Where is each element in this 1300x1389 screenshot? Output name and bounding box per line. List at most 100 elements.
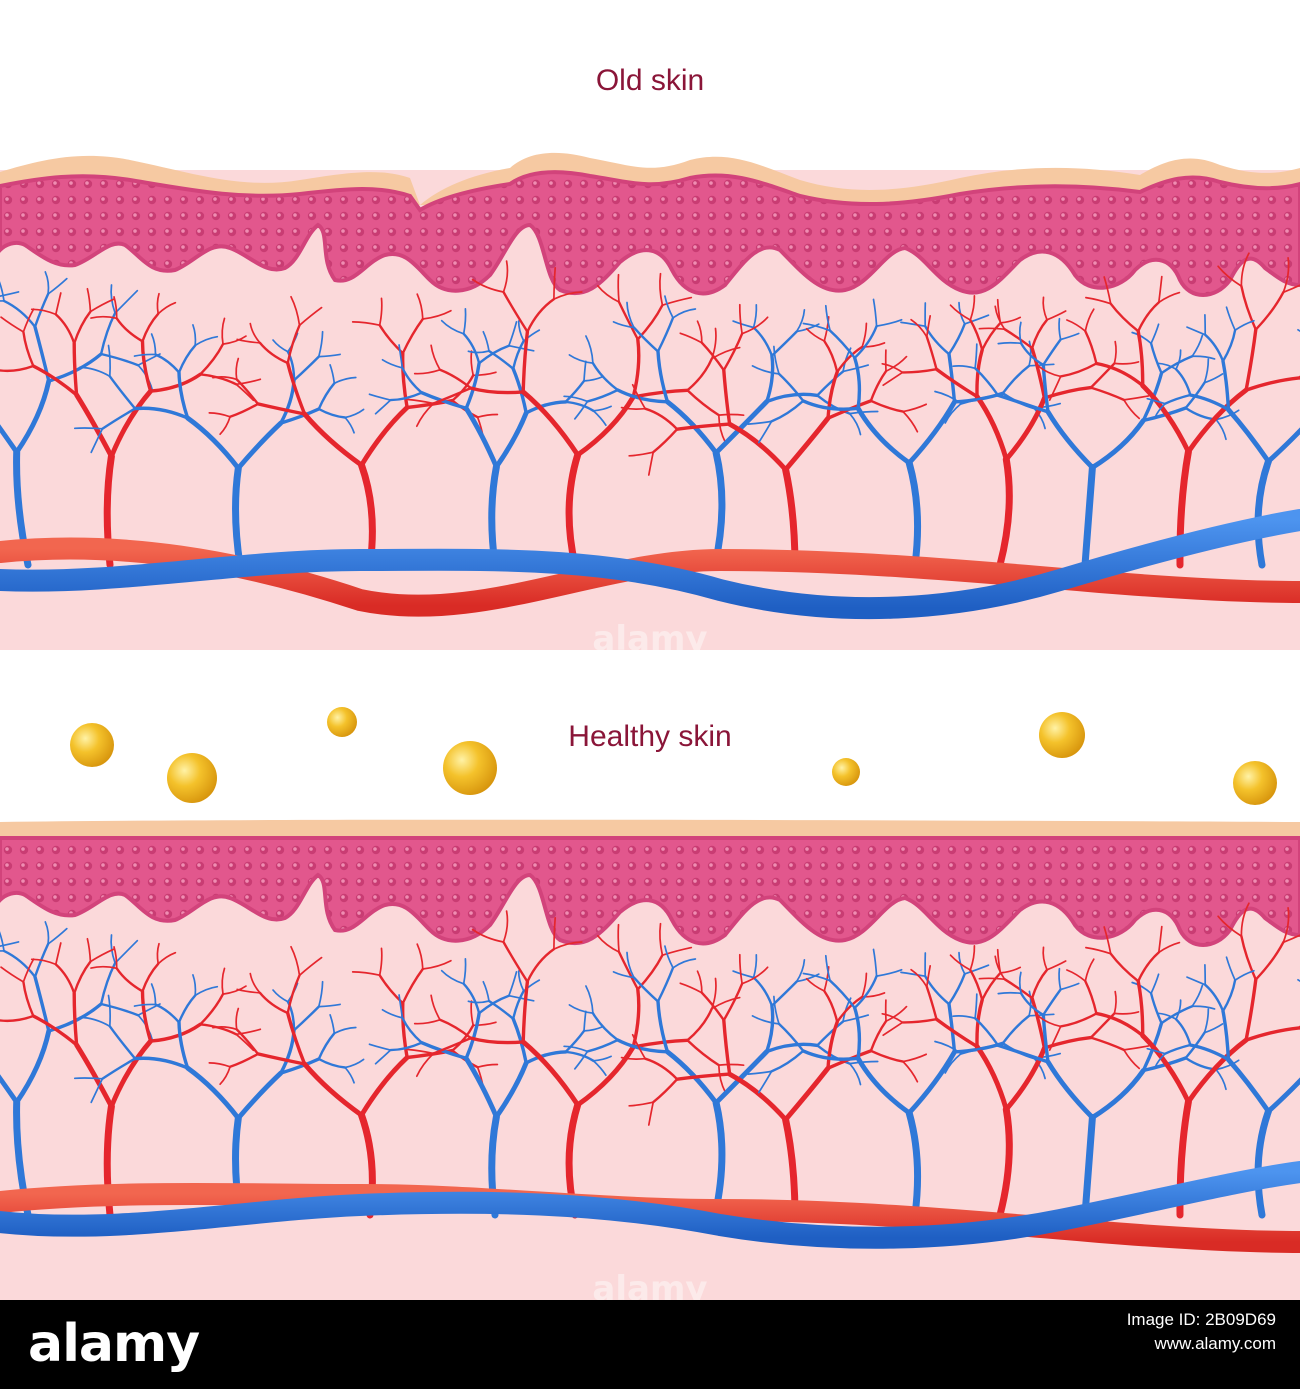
capillary-branch bbox=[765, 354, 775, 404]
capillary-branch bbox=[413, 1018, 441, 1025]
capillary-branch bbox=[290, 295, 301, 327]
capillary-branch bbox=[464, 1011, 481, 1060]
capillary-branch bbox=[783, 415, 831, 473]
capillary-branch bbox=[675, 1072, 732, 1081]
capillary-branch bbox=[511, 1017, 528, 1065]
capillary-branch bbox=[398, 344, 404, 369]
capillary-branch bbox=[1001, 364, 1031, 395]
capillary-branch bbox=[1019, 992, 1045, 1017]
capillary-branch bbox=[1244, 327, 1258, 392]
capillary-branch bbox=[421, 309, 452, 320]
capillary-branch bbox=[502, 260, 509, 293]
capillary-branch bbox=[1221, 329, 1237, 363]
capillary-branch bbox=[482, 980, 490, 1002]
capillary-branch bbox=[1175, 349, 1182, 371]
capillary-branch bbox=[575, 1044, 636, 1108]
capillary-branch bbox=[0, 931, 5, 952]
capillary-branch bbox=[722, 982, 744, 1022]
capillary-branch bbox=[1045, 1059, 1095, 1120]
capillary-branch bbox=[90, 1077, 104, 1104]
capillary-branch bbox=[757, 1070, 773, 1094]
capillary-branch bbox=[1059, 332, 1080, 341]
capillary-branch bbox=[727, 421, 789, 473]
capillary-branch bbox=[438, 368, 472, 390]
capillary-branch bbox=[795, 958, 806, 983]
collagen-sphere bbox=[832, 758, 860, 786]
capillary-branch bbox=[235, 378, 260, 406]
capillary-branch bbox=[974, 394, 1009, 462]
capillary-branch bbox=[401, 366, 423, 394]
capillary-branch bbox=[31, 1014, 79, 1047]
capillary-branch bbox=[997, 991, 1022, 995]
capillary-branch bbox=[1131, 331, 1152, 345]
capillary-branch bbox=[482, 330, 490, 352]
capillary-branch bbox=[947, 972, 966, 1006]
capillary-branch bbox=[462, 957, 467, 985]
capillary-branch bbox=[1018, 971, 1022, 995]
capillary-branch bbox=[44, 271, 50, 295]
capillary-branch bbox=[1254, 941, 1285, 981]
capillary-branch bbox=[586, 1038, 619, 1053]
capillary-branch bbox=[22, 330, 35, 368]
capillary-branch bbox=[1240, 284, 1257, 331]
capillary-branch bbox=[1045, 409, 1095, 470]
capillary-branch bbox=[432, 386, 472, 405]
capillary-branch bbox=[511, 367, 528, 415]
capillary-branch bbox=[902, 1053, 928, 1063]
capillary-branch bbox=[969, 318, 984, 352]
capillary-branch bbox=[302, 1061, 364, 1118]
capillary-branch bbox=[882, 1021, 904, 1037]
capillary-branch bbox=[476, 1063, 499, 1069]
capillary-branch bbox=[177, 1020, 190, 1070]
capillary-branch bbox=[1215, 1068, 1227, 1091]
capillary-branch bbox=[616, 1038, 670, 1054]
capillary-branch bbox=[612, 321, 635, 329]
capillary-branch bbox=[795, 323, 820, 333]
capillary-branch bbox=[249, 972, 261, 994]
capillary-branch bbox=[1033, 1057, 1046, 1080]
capillary-branch bbox=[882, 371, 904, 387]
capillary-branch bbox=[981, 971, 1002, 1002]
capillary-branch bbox=[208, 412, 231, 418]
capillary-branch bbox=[947, 322, 966, 356]
capillary-branch bbox=[1046, 310, 1067, 321]
capillary-branch bbox=[661, 296, 693, 307]
capillary-branch bbox=[1282, 256, 1290, 294]
capillary-branch bbox=[1186, 326, 1207, 336]
capillary-branch bbox=[462, 307, 467, 335]
capillary-branch bbox=[471, 928, 505, 943]
capillary-branch bbox=[1089, 1068, 1146, 1120]
capillary-branch bbox=[512, 339, 525, 370]
capillary-branch bbox=[154, 353, 181, 374]
capillary-branch bbox=[631, 337, 641, 399]
capillary-branch bbox=[317, 330, 324, 358]
capillary-branch bbox=[752, 976, 774, 1007]
capillary-branch bbox=[934, 1040, 962, 1055]
capillary-branch bbox=[208, 1062, 231, 1068]
capillary-branch bbox=[924, 975, 951, 1006]
capillary-branch bbox=[801, 399, 860, 411]
healthy-skin-panel: alamy Healthy skin bbox=[0, 650, 1300, 1300]
capillary-branch bbox=[344, 1066, 355, 1084]
capillary-branch bbox=[508, 321, 518, 347]
capillary-branch bbox=[656, 999, 670, 1054]
capillary-branch bbox=[1059, 362, 1098, 378]
capillary-branch bbox=[1042, 296, 1048, 321]
capillary-branch bbox=[286, 974, 301, 1015]
capillary-branch bbox=[617, 273, 620, 303]
capillary-branch bbox=[451, 374, 475, 402]
capillary-branch bbox=[524, 1050, 568, 1065]
capillary-branch bbox=[1028, 990, 1032, 1017]
capillary-branch bbox=[869, 370, 888, 402]
capillary-branch bbox=[1030, 346, 1047, 400]
capillary-branch bbox=[647, 451, 655, 476]
capillary-branch bbox=[1203, 373, 1224, 384]
capillary-branch bbox=[1123, 395, 1150, 401]
capillary-branch bbox=[1085, 296, 1112, 305]
capillary-branch bbox=[628, 451, 655, 457]
capillary-branch bbox=[664, 399, 719, 456]
capillary-branch bbox=[1156, 362, 1177, 371]
capillary-branch bbox=[73, 1077, 104, 1080]
capillary-branch bbox=[99, 961, 117, 1006]
capillary-branch bbox=[74, 392, 114, 459]
